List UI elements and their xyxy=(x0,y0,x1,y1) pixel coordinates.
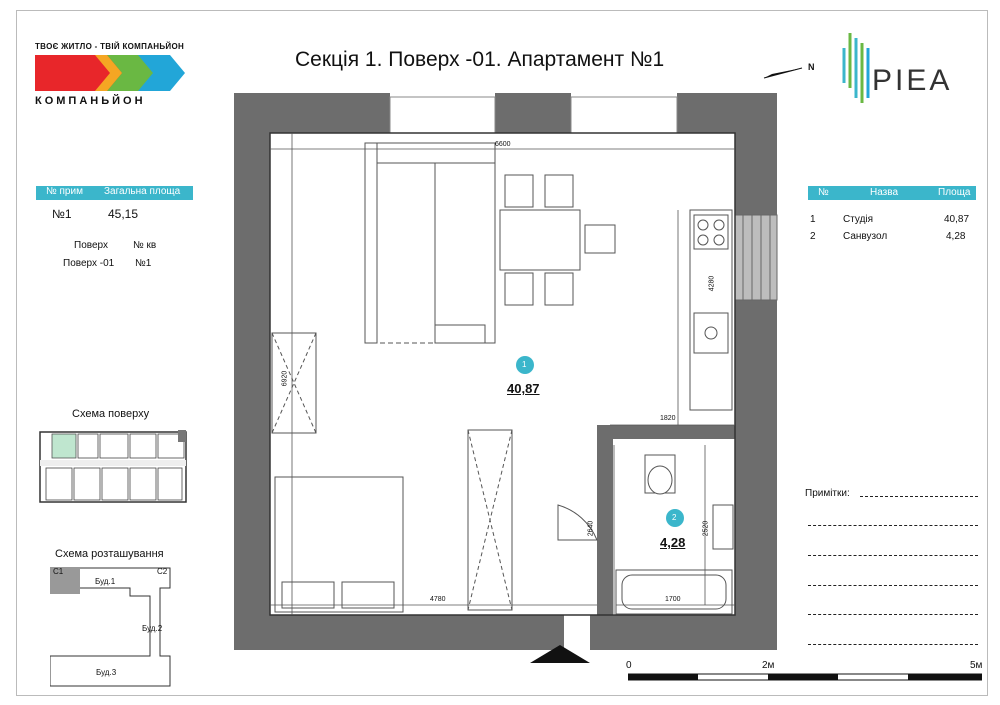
rooms-col-name: Назва xyxy=(870,187,899,198)
room1-marker-label: 1 xyxy=(522,360,527,369)
apt-label: № кв xyxy=(133,240,157,251)
floor-scheme-caption: Схема поверху xyxy=(72,408,150,420)
room-num: 2 xyxy=(810,231,816,242)
note-line xyxy=(808,644,978,645)
room2-marker-label: 2 xyxy=(672,513,677,522)
room-row: 1 Студія 40,87 xyxy=(808,213,976,227)
col-number: № прим xyxy=(46,186,83,197)
room2-area-label: 4,28 xyxy=(660,535,686,550)
floor-value: Поверх -01 xyxy=(63,258,115,269)
note-line xyxy=(808,525,978,526)
north-label: N xyxy=(808,62,815,72)
room-area: 4,28 xyxy=(946,231,966,242)
bud3-label: Буд.3 xyxy=(96,668,117,677)
partner-logo-text: PIEA xyxy=(872,64,953,97)
room1-area-label: 40,87 xyxy=(507,381,540,396)
rooms-col-area: Площа xyxy=(938,187,971,198)
c2-label: C2 xyxy=(157,567,168,576)
scale-mid: 2м xyxy=(762,660,775,671)
brand-logo-icon xyxy=(35,55,185,91)
dim-top: 6600 xyxy=(495,141,511,148)
apt-value: №1 xyxy=(135,258,152,269)
room-name: Студія xyxy=(843,214,874,225)
scale-end: 5м xyxy=(970,660,983,671)
room-row: 2 Санвузол 4,28 xyxy=(808,230,976,244)
bud2-label: Буд.2 xyxy=(142,624,163,633)
c1-label: C1 xyxy=(53,567,64,576)
note-line xyxy=(860,496,978,497)
floor-plan xyxy=(234,93,778,663)
scale-start: 0 xyxy=(626,660,632,671)
rooms-table-header: № Назва Площа xyxy=(808,186,976,200)
apartment-number: №1 xyxy=(52,207,72,221)
north-arrow-icon xyxy=(763,67,803,79)
dim-bath-door: 2640 xyxy=(587,520,595,537)
room-name: Санвузол xyxy=(843,231,888,242)
floor-label: Поверх xyxy=(74,240,108,251)
bud1-label: Буд.1 xyxy=(95,577,116,586)
apartment-info-row: №1 45,15 xyxy=(36,207,193,221)
brand-tagline: ТВОЄ ЖИТЛО - ТВІЙ КОМПАНЬЙОН xyxy=(35,42,185,51)
note-line xyxy=(808,555,978,556)
col-area: Загальна площа xyxy=(104,186,181,197)
brand-name: КОМПАНЬЙОН xyxy=(35,95,146,107)
apartment-info-header: № прим Загальна площа xyxy=(36,186,193,200)
location-scheme-diagram xyxy=(50,567,171,687)
riel-logo-icon xyxy=(842,33,870,103)
dim-bath-bottom: 1700 xyxy=(665,596,681,603)
page-title: Секція 1. Поверх -01. Апартамент №1 xyxy=(295,48,665,71)
rooms-col-num: № xyxy=(818,187,829,198)
apartment-area: 45,15 xyxy=(108,207,139,221)
note-line xyxy=(808,614,978,615)
notes-label: Примітки: xyxy=(805,488,850,499)
note-line xyxy=(808,585,978,586)
dim-bath-top: 1820 xyxy=(660,415,676,422)
dim-left: 6920 xyxy=(281,370,289,387)
dim-bottom: 4780 xyxy=(430,596,446,603)
scale-bar xyxy=(628,673,982,681)
location-scheme-caption: Схема розташування xyxy=(55,548,164,560)
dim-kitchen: 4280 xyxy=(708,275,716,292)
floor-scheme-diagram xyxy=(39,430,187,503)
room-num: 1 xyxy=(810,214,816,225)
room-area: 40,87 xyxy=(944,214,970,225)
dim-bath-right: 2520 xyxy=(702,520,710,537)
